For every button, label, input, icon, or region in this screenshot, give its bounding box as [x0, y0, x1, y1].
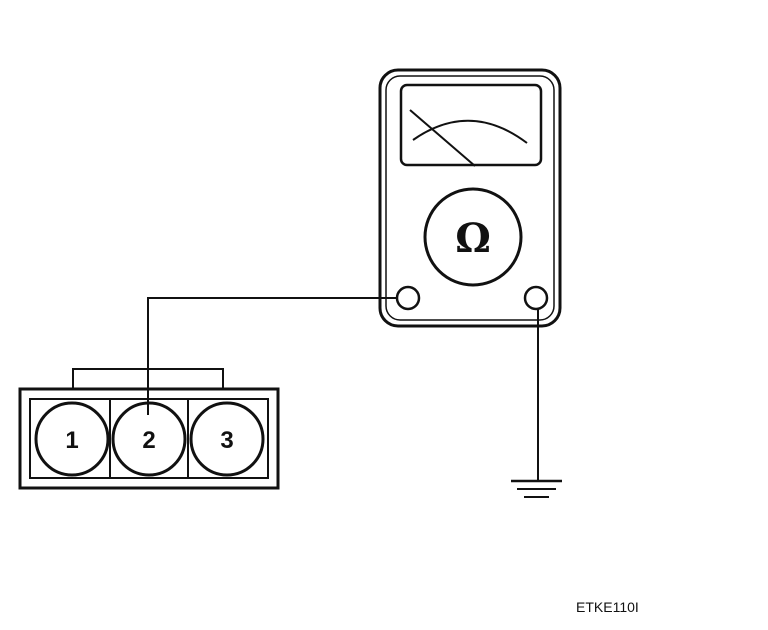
meter-scale-arc: [412, 119, 528, 144]
meter-needle: [409, 109, 476, 167]
negative-jack: [523, 285, 549, 311]
pin-label: 1: [65, 427, 78, 454]
connector-pin-3: 3: [189, 401, 265, 477]
connector-housing-outer: [18, 387, 280, 490]
meter-display: [399, 83, 543, 167]
pin-label: 2: [142, 427, 155, 454]
positive-jack: [395, 285, 421, 311]
ohm-symbol: Ω: [455, 215, 491, 262]
ohmmeter: Ω: [378, 68, 562, 328]
positive-test-lead: [147, 297, 397, 415]
connector-pin-1: 1: [34, 401, 110, 477]
meter-body-inner: [385, 75, 555, 321]
ground-icon: [511, 479, 562, 498]
three-pin-connector: 1 2 3: [18, 368, 280, 490]
pin-label: 3: [220, 427, 233, 454]
figure-code: ETKE110I: [576, 599, 639, 615]
ohm-dial: Ω: [423, 187, 523, 287]
connector-housing-inner: [29, 398, 269, 479]
connector-pin-2: 2: [111, 401, 187, 477]
meter-body-outer: [378, 68, 562, 328]
